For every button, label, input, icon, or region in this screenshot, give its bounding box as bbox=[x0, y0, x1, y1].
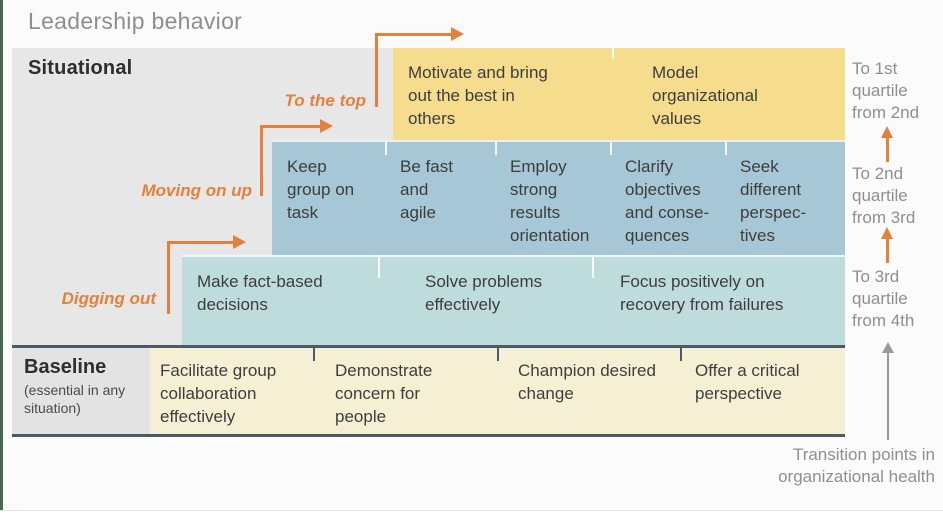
behavior-text: Focus positively on recovery from failur… bbox=[620, 272, 784, 314]
tier-middle-cell: Clarify objectives and conse-quences bbox=[610, 142, 725, 255]
tier-top-cell: Motivate and bring out the best in other… bbox=[393, 48, 612, 140]
situational-label: Situational bbox=[28, 57, 133, 79]
tier-lower-cell: Make fact-based decisions bbox=[182, 257, 378, 345]
tier-lower-row: Make fact-based decisions Solve problems… bbox=[182, 255, 845, 345]
page-title: Leadership behavior bbox=[28, 8, 243, 34]
tier-top-row: Motivate and bring out the best in other… bbox=[393, 48, 845, 140]
stair-label-to-the-top: To the top bbox=[284, 91, 366, 110]
tier-top-cell: Model organizational values bbox=[612, 48, 845, 140]
cell-divider bbox=[612, 48, 614, 59]
tier-lower-cell: Focus positively on recovery from failur… bbox=[592, 257, 845, 345]
cell-divider bbox=[680, 348, 682, 361]
behavior-text: Be fast and agile bbox=[400, 157, 453, 222]
tier-baseline-row: Baseline (essential in any situation) Fa… bbox=[12, 345, 845, 437]
tier-middle-cell: Keep group on task bbox=[272, 142, 385, 255]
behavior-text: Model organizational values bbox=[652, 63, 758, 128]
behavior-text: Motivate and bring out the best in other… bbox=[408, 63, 548, 128]
cell-divider bbox=[313, 348, 315, 361]
stair-label-moving-on-up: Moving on up bbox=[141, 181, 252, 200]
tier-baseline-cell: Facilitate group collaboration effective… bbox=[150, 348, 313, 434]
tier-middle-cell: Employ strong results orientation bbox=[495, 142, 610, 255]
baseline-label: Baseline bbox=[24, 356, 107, 378]
page-bottom-edge bbox=[0, 510, 943, 516]
cell-divider bbox=[592, 257, 594, 278]
quartile-label-3rd: To 3rd quartile from 4th bbox=[852, 267, 915, 330]
cell-divider bbox=[725, 142, 727, 155]
tier-baseline-cell: Demonstrate concern for people bbox=[313, 348, 497, 434]
behavior-text: Demonstrate concern for people bbox=[335, 361, 433, 426]
tier-baseline-cell: Offer a critical perspective bbox=[680, 348, 845, 434]
cell-divider bbox=[385, 142, 387, 155]
tier-lower-cell: Solve problems effectively bbox=[378, 257, 592, 345]
tier-middle-cell: Seek different perspec-tives bbox=[725, 142, 845, 255]
baseline-sublabel: (essential in any situation) bbox=[24, 382, 126, 416]
baseline-label-cell: Baseline (essential in any situation) bbox=[12, 348, 150, 434]
stair-label-digging-out: Digging out bbox=[61, 289, 156, 308]
tier-middle-row: Keep group on task Be fast and agile Emp… bbox=[272, 140, 845, 255]
tier-middle-cell: Be fast and agile bbox=[385, 142, 495, 255]
behavior-text: Offer a critical perspective bbox=[695, 361, 800, 403]
behavior-text: Champion desired change bbox=[518, 361, 656, 403]
left-edge-accent-bar bbox=[0, 0, 3, 516]
quartile-label-1st: To 1st quartile from 2nd bbox=[852, 59, 920, 122]
behavior-text: Keep group on task bbox=[287, 157, 355, 222]
cell-divider bbox=[378, 257, 380, 278]
behavior-text: Solve problems effectively bbox=[425, 272, 543, 314]
quartile-label-2nd: To 2nd quartile from 3rd bbox=[852, 164, 916, 227]
cell-divider bbox=[610, 142, 612, 155]
behavior-text: Employ strong results orientation bbox=[510, 157, 590, 245]
cell-divider bbox=[497, 348, 499, 361]
behavior-text: Facilitate group collaboration effective… bbox=[160, 361, 277, 426]
behavior-text: Clarify objectives and conse-quences bbox=[625, 157, 710, 245]
tier-baseline-cell: Champion desired change bbox=[497, 348, 680, 434]
cell-divider bbox=[495, 142, 497, 155]
transition-caption: Transition points in organizational heal… bbox=[778, 445, 935, 486]
behavior-text: Seek different perspec-tives bbox=[740, 157, 807, 245]
behavior-text: Make fact-based decisions bbox=[197, 272, 323, 314]
